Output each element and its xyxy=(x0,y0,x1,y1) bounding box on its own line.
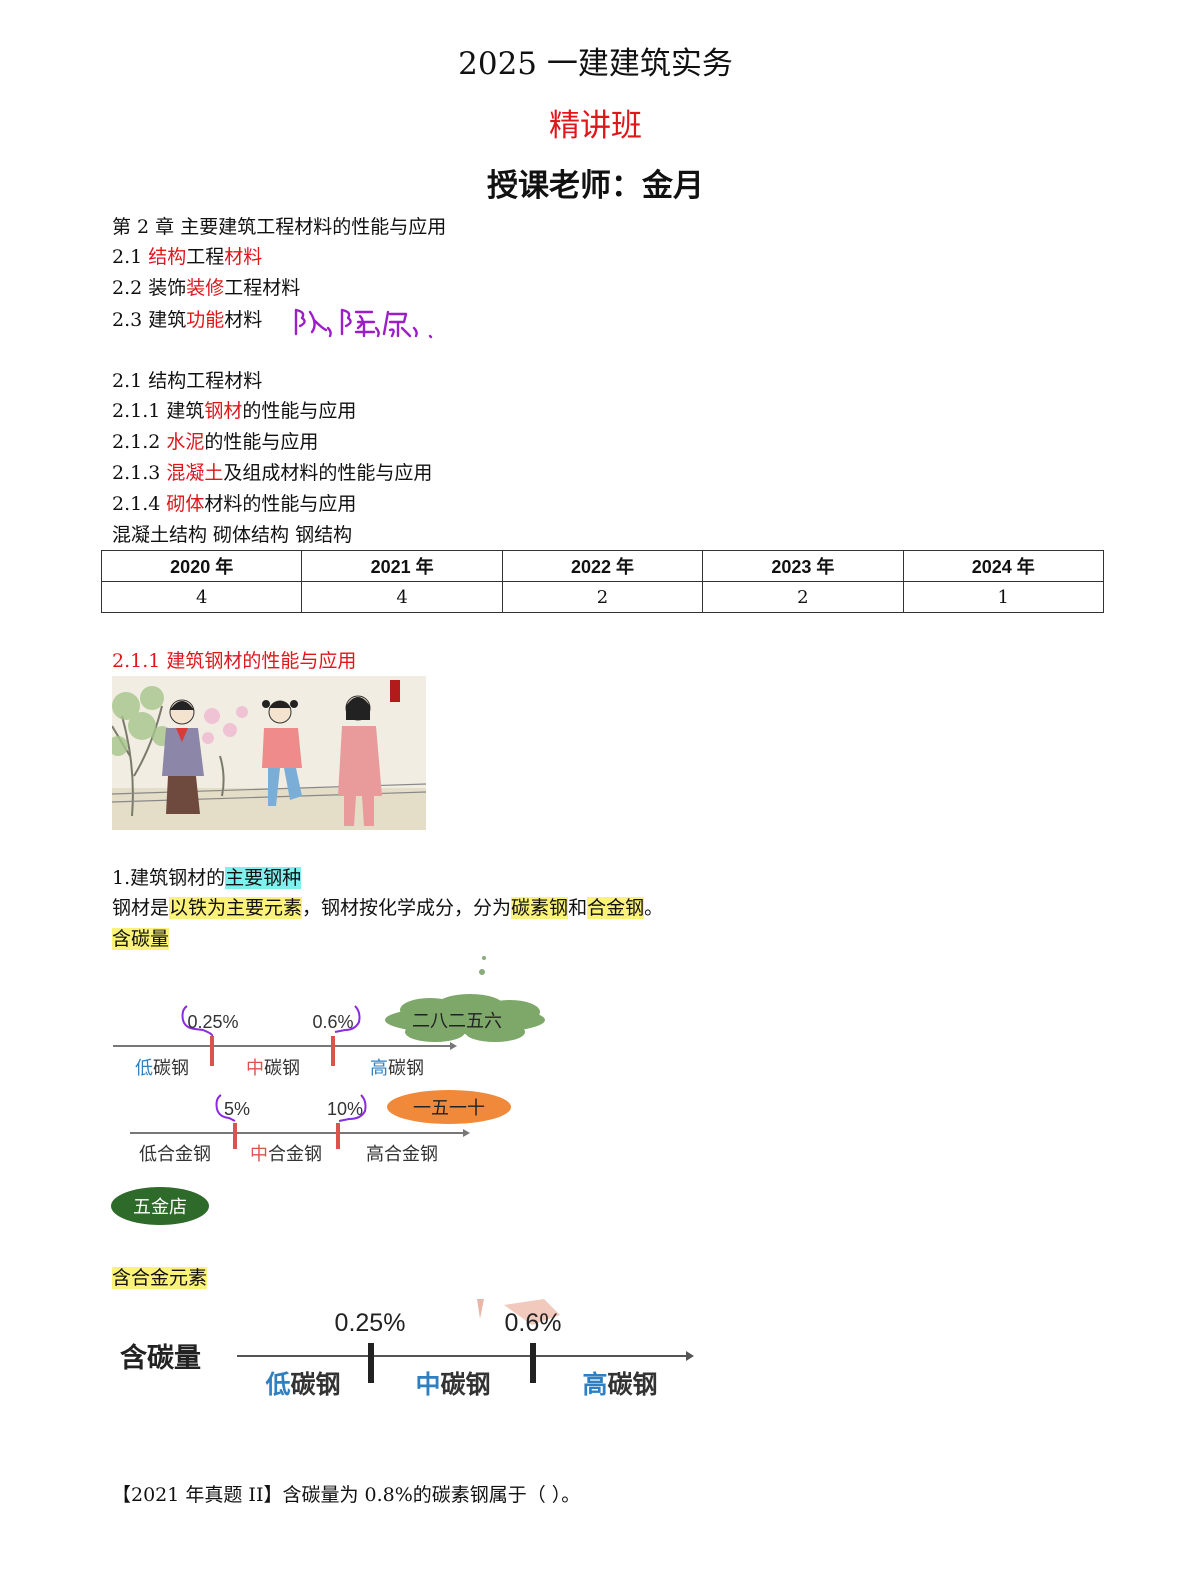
mark-label: 0.6% xyxy=(312,1012,353,1032)
bracket xyxy=(338,1094,367,1122)
point-1: 1.建筑钢材的主要钢种 xyxy=(112,867,302,889)
table-header-cell: 2021 年 xyxy=(301,550,503,582)
decor-shape xyxy=(477,1299,484,1319)
badge-shape xyxy=(111,1187,209,1225)
zone-label-low: 低碳钢 xyxy=(264,1371,340,1399)
bubble-dot xyxy=(479,969,485,975)
decor-shape xyxy=(504,1299,560,1325)
section-item: 2.1.1 建筑钢材的性能与应用 xyxy=(112,400,357,422)
bracket xyxy=(181,1005,214,1037)
zone-label-mid: 中碳钢 xyxy=(415,1371,490,1399)
bracket xyxy=(215,1094,236,1122)
zone-label-low: 低合金钢 xyxy=(139,1144,211,1164)
mark-label: 5% xyxy=(224,1099,250,1119)
zone-label-mid: 中碳钢 xyxy=(246,1058,300,1078)
carbon-content-label: 含碳量 xyxy=(112,928,170,950)
table-cell: 2 xyxy=(501,581,704,613)
handwriting-note xyxy=(294,308,433,339)
table-header-cell: 2024 年 xyxy=(902,550,1105,582)
steel-heading: 2.1.1 建筑钢材的性能与应用 xyxy=(112,650,357,672)
document-title: 2025 一建建筑实务 xyxy=(458,46,733,82)
table-cell: 4 xyxy=(301,581,503,613)
axis-arrow xyxy=(463,1129,470,1137)
teacher-line: 授课老师：金月 xyxy=(487,168,704,204)
zone-label-high: 高碳钢 xyxy=(370,1058,424,1078)
zone-label-low: 低碳钢 xyxy=(135,1058,189,1078)
cloud-shape xyxy=(385,994,545,1042)
badge-text: 五金店 xyxy=(133,1197,187,1217)
table-header-cell: 2023 年 xyxy=(702,550,904,582)
bubble-dot xyxy=(482,956,486,960)
alloy-content-label: 含合金元素 xyxy=(112,1267,208,1289)
table-cell: 4 xyxy=(100,581,303,613)
zone-label-mid: 中合金钢 xyxy=(250,1144,322,1164)
mark-label: 10% xyxy=(327,1099,363,1119)
table-header-cell: 2020 年 xyxy=(100,550,303,582)
table-header-cell: 2022 年 xyxy=(501,550,704,582)
mark-label: 0.25% xyxy=(187,1012,238,1032)
zone-label-high: 高碳钢 xyxy=(582,1370,657,1399)
class-name: 精讲班 xyxy=(549,108,642,144)
children-playing-illustration xyxy=(112,676,426,830)
carbon-content-large-diagram: 含碳量 0.25% 0.6% 低碳钢 中碳钢 高碳钢 xyxy=(120,1299,694,1399)
section-item: 2.1.2 水泥的性能与应用 xyxy=(112,431,319,453)
outline-item-2-1: 2.1 结构工程材料 xyxy=(112,246,263,268)
outline-item-2-2: 2.2 装饰装修工程材料 xyxy=(112,277,301,299)
alloy-content-diagram: 一五一十 5% 10% 低合金钢 中合金钢 高合金钢 五金店 xyxy=(111,1090,511,1225)
zone-label-high: 高合金钢 xyxy=(366,1144,438,1164)
mark-label: 0.6% xyxy=(505,1309,562,1337)
carbon-content-diagram: 二八二五六 0.25% 0.6% 低碳钢 中碳钢 高碳钢 xyxy=(113,956,545,1078)
section-item: 2.1.4 砌体材料的性能与应用 xyxy=(112,493,357,515)
steel-definition: 钢材是以铁为主要元素，钢材按化学成分，分为碳素钢和合金钢。 xyxy=(112,897,664,919)
exam-question: 【2021 年真题 II】含碳量为 0.8%的碳素钢属于（ ）。 xyxy=(112,1484,581,1506)
chapter-title: 第 2 章 主要建筑工程材料的性能与应用 xyxy=(112,216,447,238)
axis-arrow xyxy=(450,1042,457,1050)
table-row: 4 4 2 2 1 xyxy=(100,581,1105,613)
exam-frequency-table: 2020 年 2021 年 2022 年 2023 年 2024 年 4 4 2… xyxy=(100,550,1105,613)
table-cell: 2 xyxy=(702,581,904,613)
structure-types: 混凝土结构 砌体结构 钢结构 xyxy=(112,524,353,546)
oval-text: 一五一十 xyxy=(413,1098,485,1118)
diagram-label: 含碳量 xyxy=(120,1342,201,1373)
mark-label: 0.25% xyxy=(335,1309,406,1337)
table-row: 2020 年 2021 年 2022 年 2023 年 2024 年 xyxy=(100,550,1105,582)
outline-item-2-3: 2.3 建筑功能材料 xyxy=(112,309,263,331)
section-item: 2.1.3 混凝土及组成材料的性能与应用 xyxy=(112,462,433,484)
section-heading: 2.1 结构工程材料 xyxy=(112,370,263,392)
oval-shape xyxy=(387,1090,511,1124)
cloud-text: 二八二五六 xyxy=(412,1011,502,1031)
axis-arrow xyxy=(686,1351,694,1361)
table-cell: 1 xyxy=(902,581,1105,613)
bracket xyxy=(334,1005,361,1033)
